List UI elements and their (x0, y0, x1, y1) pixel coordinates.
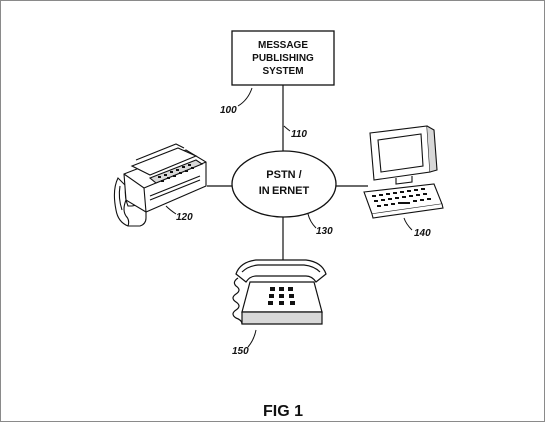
fax-ref-number: 120 (176, 212, 193, 223)
computer-ref-number: 140 (414, 228, 431, 239)
mps-ref-number: 100 (220, 105, 237, 116)
telephone-ref-number: 150 (232, 346, 249, 357)
computer-icon (363, 125, 444, 219)
network-label-line2: IN ERNET (259, 185, 310, 197)
network-ref-leader (307, 213, 317, 229)
network-ref-number: 130 (316, 226, 333, 237)
fax-ref-leader (165, 205, 177, 215)
link-ref-leader (283, 125, 291, 132)
mps-label-line3: SYSTEM (262, 66, 303, 77)
telephone-ref-leader (247, 329, 257, 348)
pstn-internet-cloud: PSTN / IN ERNET (231, 150, 337, 218)
network-label-line1: PSTN / (266, 169, 301, 181)
computer-ref-leader (403, 217, 413, 231)
mps-ref-leader (237, 87, 253, 107)
message-publishing-system-box: MESSAGE PUBLISHING SYSTEM (231, 30, 335, 86)
figure-caption: FIG 1 (263, 403, 303, 420)
link-ref-number: 110 (291, 129, 307, 140)
fax-machine-icon (113, 143, 207, 227)
mps-label-line1: MESSAGE (258, 40, 308, 51)
telephone-icon (232, 259, 327, 325)
mps-label-line2: PUBLISHING (252, 53, 314, 64)
